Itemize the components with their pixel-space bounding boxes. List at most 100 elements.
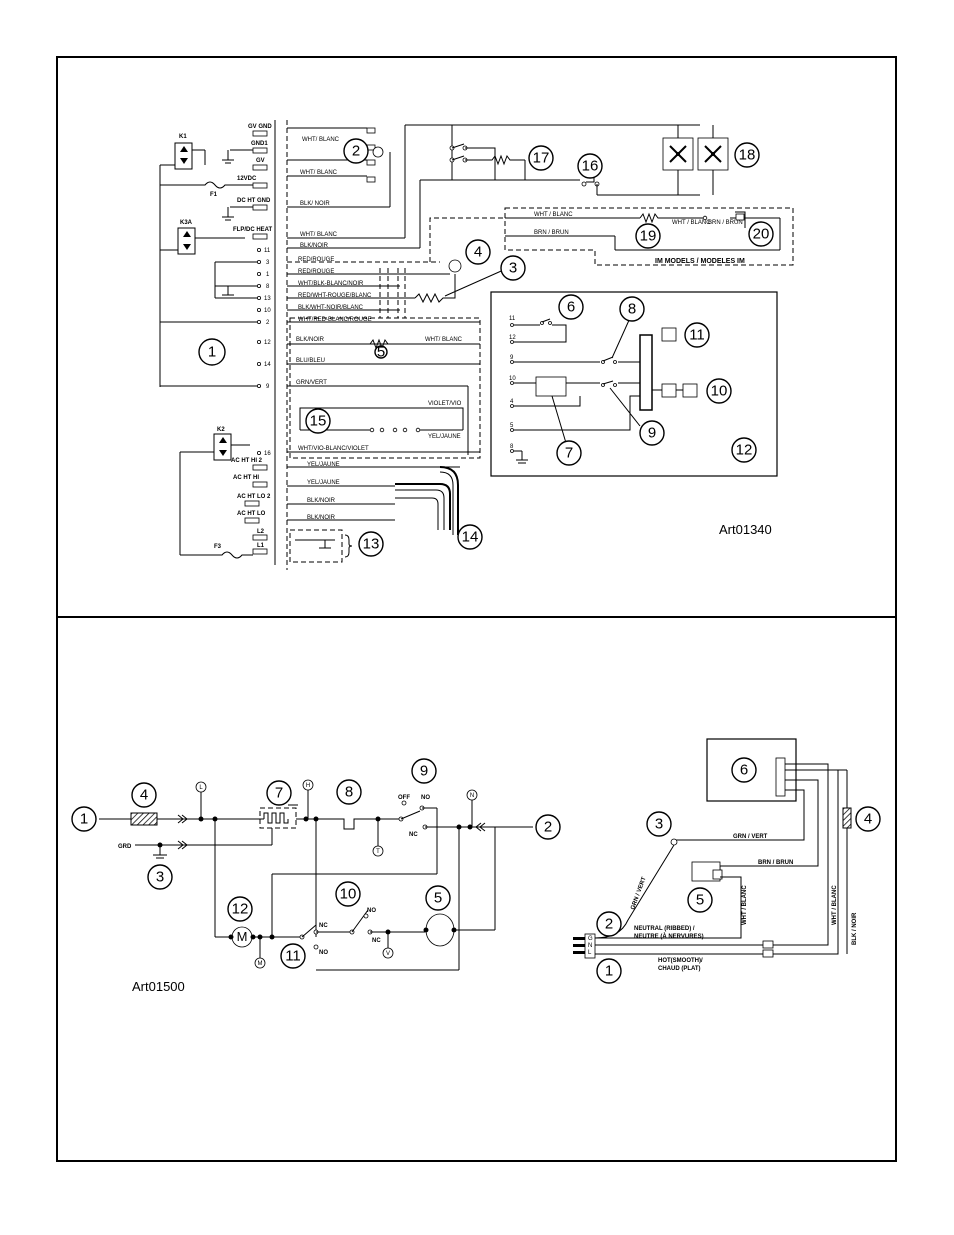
top-wiring-diagram: K1 K3A K2 GV GND GND1 GV 12VDC DC <box>159 120 794 570</box>
switch10-no: NO <box>367 908 376 914</box>
terminal-ac-ht-lo: AC HT LO <box>237 511 266 517</box>
fuse-f3-label: F3 <box>214 544 222 550</box>
fan-motors-18 <box>662 125 729 195</box>
br-wire-grn: GRN / VERT <box>733 834 768 840</box>
node-m: M <box>258 961 263 967</box>
callout-top-16: 16 <box>577 153 603 179</box>
wire-label-3: BLK/ NOIR <box>300 201 330 207</box>
terminal-ac-ht-hi: AC HT HI <box>233 475 259 481</box>
terminal-ac-ht-hi-2: AC HT HI 2 <box>231 458 263 464</box>
inset-pin-10: 10 <box>509 376 516 382</box>
svg-text:6: 6 <box>740 762 748 779</box>
callout-top-10: 10 <box>706 378 732 404</box>
im-wire-4: BRN / BRUN <box>708 220 743 226</box>
callout-bl-11: 11 <box>280 943 306 969</box>
fuse-4-right <box>842 807 852 829</box>
br-wire-grn-vert: GRN / VERT <box>630 876 647 911</box>
wire-label-17: YEL/JAUNE <box>428 434 461 440</box>
switch11-no: NO <box>319 950 328 956</box>
svg-text:9: 9 <box>420 763 428 780</box>
svg-text:3: 3 <box>156 869 164 886</box>
wire-label-20: YEL/JAUNE <box>307 480 340 486</box>
wire-label-12: BLK/NOIR <box>296 337 325 343</box>
svg-text:1: 1 <box>605 963 613 980</box>
svg-text:8: 8 <box>628 301 636 318</box>
callout-top-7: 7 <box>556 440 582 466</box>
im-wire-1: WHT / BLANC <box>534 212 573 218</box>
callout-top-2: 2 <box>343 138 369 164</box>
top-art-number: Art01340 <box>719 522 772 537</box>
callout-br-4: 4 <box>855 806 881 832</box>
node-h: H <box>306 783 310 789</box>
wire-label-11: WHT/RED-BLANC/ROUGE <box>298 317 372 323</box>
wire-label-5: BLK/NOIR <box>300 243 329 249</box>
plug-n: N <box>588 943 592 949</box>
thermal-sensor-4 <box>448 259 462 273</box>
svg-text:18: 18 <box>739 147 756 164</box>
svg-text:19: 19 <box>640 228 657 245</box>
callout-bl-8: 8 <box>336 779 362 805</box>
relay-k3a <box>177 227 196 255</box>
svg-text:11: 11 <box>689 327 705 344</box>
switch11-nc: NC <box>319 923 328 929</box>
callout-top-5: 5 <box>374 344 388 361</box>
wire-label-9: RED/WHT-ROUGE/BLANC <box>298 293 372 299</box>
inset-pin-12: 12 <box>509 335 516 341</box>
svg-text:M: M <box>237 929 248 944</box>
callout-bl-12: 12 <box>227 896 253 922</box>
svg-text:11: 11 <box>285 948 301 965</box>
relay-k1 <box>174 142 193 170</box>
grd-label: GRD <box>118 844 132 850</box>
resistor-5 <box>369 338 389 350</box>
svg-text:15: 15 <box>310 413 327 430</box>
im-wire-2: BRN / BRUN <box>534 230 569 236</box>
wire-label-15: GRN/VERT <box>296 380 327 386</box>
pin-2: 2 <box>266 320 270 326</box>
inset-pin-4: 4 <box>510 399 514 405</box>
ac-heater-element-14 <box>395 466 459 535</box>
wire-label-21: BLK/NOIR <box>307 498 336 504</box>
svg-text:9: 9 <box>648 425 656 442</box>
callout-br-6: 6 <box>731 757 757 783</box>
callout-top-4: 4 <box>465 239 491 265</box>
wire-label-4: WHT/ BLANC <box>300 232 338 238</box>
callout-top-18: 18 <box>734 142 760 168</box>
switch9-nc: NC <box>409 832 418 838</box>
board-terminal-group: GV GND GND1 GV 12VDC DC HT GND FLP/DC HE… <box>231 124 273 555</box>
svg-text:16: 16 <box>582 158 599 175</box>
terminal-ac-ht-lo-2: AC HT LO 2 <box>237 494 271 500</box>
callout-top-13: 13 <box>358 531 384 557</box>
neutral-label-1: NEUTRAL (RIBBED) / <box>634 926 695 932</box>
wire-label-16: VIOLET/VIO <box>428 401 462 407</box>
inset-pin-11: 11 <box>509 316 516 322</box>
svg-text:2: 2 <box>544 819 552 836</box>
wire-label-6: RED/ROUGE <box>298 257 334 263</box>
node-v: V <box>386 951 390 957</box>
callout-top-20: 20 <box>748 221 774 247</box>
callout-bl-5: 5 <box>425 885 451 911</box>
svg-text:4: 4 <box>474 244 482 261</box>
wire-label-14: BLU/BLEU <box>296 358 325 364</box>
plug-l: L <box>588 950 592 956</box>
callout-top-9: 9 <box>639 420 665 446</box>
svg-text:1: 1 <box>208 344 216 361</box>
callout-bl-4: 4 <box>131 782 157 808</box>
callout-bl-1: 1 <box>71 806 97 832</box>
wire-label-2: WHT/ BLANC <box>300 170 338 176</box>
bottom-right-wiring: G N L GRN / VERT BRN / BRUN GRN / VERT W… <box>573 738 858 972</box>
wire-label-7: RED/ROUGE <box>298 269 334 275</box>
pin-1: 1 <box>266 272 270 278</box>
svg-text:1: 1 <box>80 811 88 828</box>
hot-label-1: HOT(SMOOTH)/ <box>658 958 703 964</box>
svg-text:10: 10 <box>711 383 728 400</box>
svg-text:4: 4 <box>864 811 872 828</box>
callout-top-6: 6 <box>558 294 584 320</box>
component-11 <box>661 327 677 342</box>
callout-br-5: 5 <box>687 887 713 913</box>
heater-7 <box>263 812 289 824</box>
svg-text:5: 5 <box>434 890 442 907</box>
component-10 <box>682 383 698 398</box>
callout-bl-10: 10 <box>335 881 361 907</box>
im-models-label: IM MODELS / MODELES IM <box>655 258 745 265</box>
callout-bl-2: 2 <box>535 814 561 840</box>
